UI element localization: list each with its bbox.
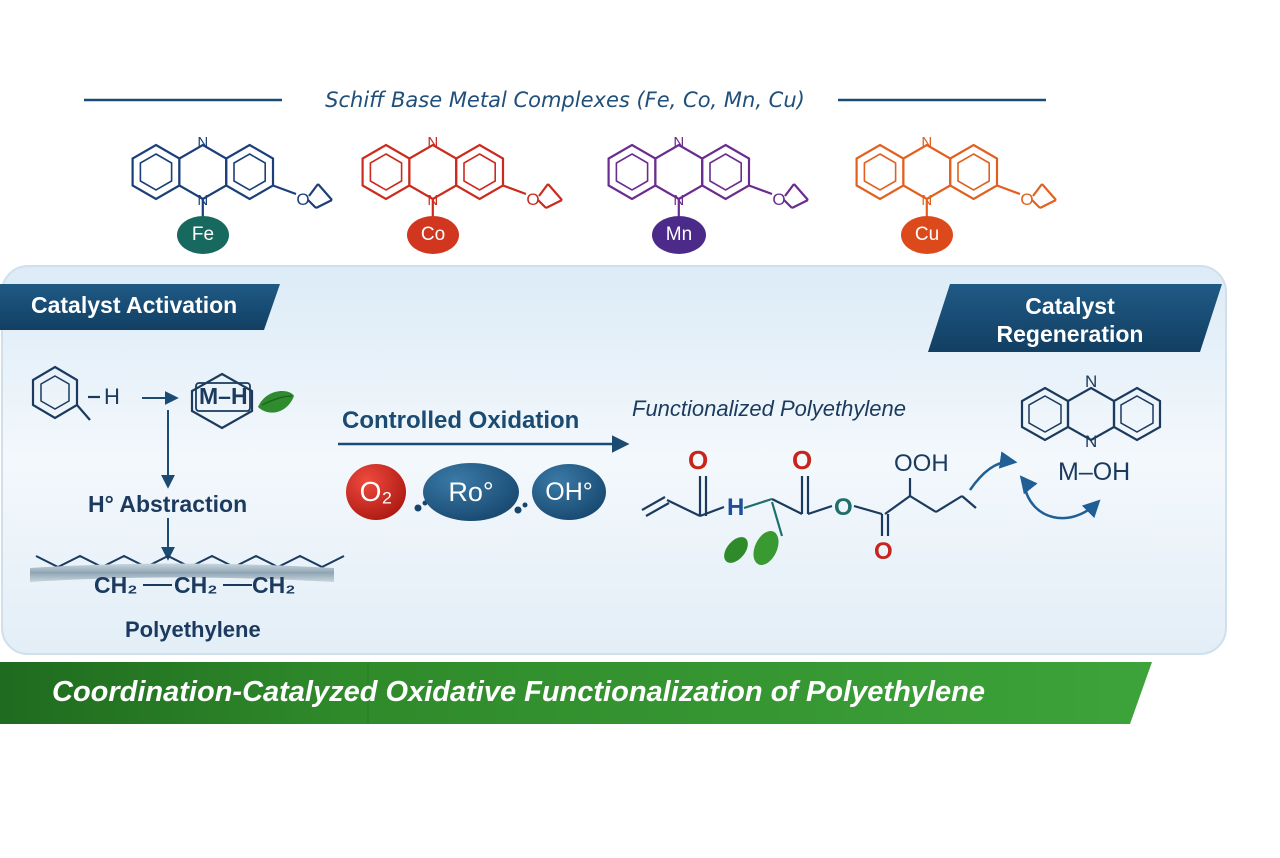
hydrogen-label: H	[727, 494, 745, 521]
regen-n-top: N	[1085, 372, 1098, 391]
svg-text:O: O	[526, 190, 539, 209]
svg-text:O: O	[772, 190, 785, 209]
metal-hydride-ring	[190, 372, 254, 430]
leaf-icon-3	[753, 531, 779, 565]
metal-badge-cu	[901, 216, 953, 254]
h-label: H	[104, 384, 120, 409]
complex-co: N N O	[361, 134, 564, 224]
benzene-substrate	[31, 365, 100, 421]
leaf-icon-2	[724, 537, 748, 563]
svg-text:N: N	[673, 192, 684, 209]
chain-rail	[30, 563, 334, 582]
hydroperoxide-label: OOH	[894, 450, 949, 477]
regeneration-tag-shape	[928, 284, 1222, 352]
functionalized-chain	[641, 476, 977, 536]
metal-label-co: Co	[420, 224, 446, 245]
svg-text:O: O	[296, 190, 309, 209]
regeneration-tag-line1: Catalyst	[1025, 293, 1115, 319]
metal-label-fe: Fe	[191, 224, 215, 245]
activation-tag: Catalyst Activation	[31, 292, 238, 318]
ro-sphere	[423, 463, 519, 521]
chain-label-2: CH₂	[174, 572, 218, 598]
regen-n-bottom: N	[1085, 432, 1098, 451]
complex-mn: N N O	[607, 134, 810, 224]
svg-text:N: N	[921, 134, 932, 151]
carbonyl-o-3: O	[874, 538, 893, 565]
carbonyl-o-1: O	[688, 445, 709, 475]
chain-label-1: CH₂	[94, 572, 138, 598]
moh-label: M–OH	[1058, 458, 1131, 486]
reaction-panel	[1, 265, 1227, 655]
metal-badge-co	[407, 216, 459, 254]
page-title: Schiff Base Metal Complexes (Fe, Co, Mn,…	[325, 88, 805, 112]
regeneration-tag-line2: Regeneration	[996, 321, 1144, 347]
svg-text:N: N	[427, 192, 438, 209]
polyethylene-label: Polyethylene	[125, 617, 261, 642]
metal-label-cu: Cu	[914, 224, 940, 245]
complex-fe: N N O	[131, 134, 334, 224]
metal-badge-mn	[652, 216, 706, 254]
chain-label-3: CH₂	[252, 572, 296, 598]
oh-label: OH°	[545, 478, 593, 506]
svg-text:N: N	[427, 134, 438, 151]
oxidation-label: Controlled Oxidation	[342, 407, 580, 434]
svg-text:N: N	[921, 192, 932, 209]
functionalized-title: Functionalized Polyethylene	[632, 396, 906, 421]
oh-sphere	[532, 464, 606, 520]
footer-title: Coordination-Catalyzed Oxidative Functio…	[52, 676, 985, 708]
svg-text:N: N	[673, 134, 684, 151]
mh-label: M–H	[199, 383, 248, 409]
abstraction-label: H° Abstraction	[88, 491, 248, 517]
metal-badge-fe	[177, 216, 229, 254]
regeneration-tag: Catalyst Regeneration	[980, 292, 1160, 348]
activation-tag-shape	[0, 284, 280, 330]
complex-cu: N N O	[855, 134, 1058, 224]
regen-arrow-1	[968, 451, 1018, 491]
metal-label-mn: Mn	[665, 224, 693, 245]
o2-sphere	[346, 464, 406, 520]
o2-label: O₂	[359, 476, 393, 507]
ro-label: Ro°	[448, 477, 494, 507]
ester-o-label: O	[834, 494, 853, 521]
regenerated-catalyst	[1020, 386, 1162, 442]
bottom-banner	[0, 662, 1152, 724]
svg-text:N: N	[197, 134, 208, 151]
carbonyl-o-2: O	[792, 445, 813, 475]
svg-text:O: O	[1020, 190, 1033, 209]
regen-arrow-2	[1022, 483, 1101, 520]
svg-text:N: N	[197, 192, 208, 209]
